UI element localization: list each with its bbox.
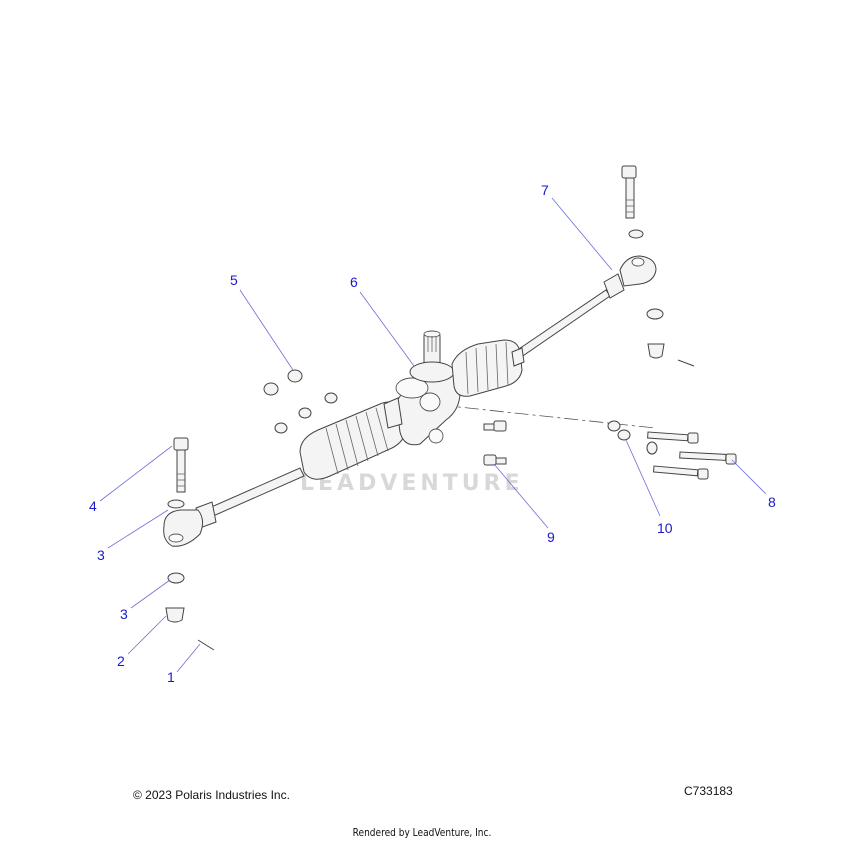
- rack-housing-assembly: [299, 330, 525, 480]
- bolts-part-9: [483, 420, 507, 466]
- washer-right-lower: [646, 308, 664, 320]
- left-boot-ribs: [325, 407, 389, 475]
- callout-3-upper[interactable]: 3: [97, 547, 105, 563]
- callout-7[interactable]: 7: [541, 182, 549, 198]
- assembly-centerline: [439, 404, 656, 429]
- washer-part-3-upper: [167, 499, 185, 509]
- callout-6[interactable]: 6: [350, 274, 358, 290]
- copyright-text: © 2023 Polaris Industries Inc.: [133, 788, 290, 802]
- washer-upper-right: [628, 229, 644, 239]
- left-tie-rod: [163, 467, 305, 547]
- callout-10[interactable]: 10: [657, 520, 673, 536]
- callout-2[interactable]: 2: [117, 653, 125, 669]
- callouts: 1 2 3 3 4 5 6 7 8 9 10: [89, 182, 776, 685]
- callout-8[interactable]: 8: [768, 494, 776, 510]
- callout-4[interactable]: 4: [89, 498, 97, 514]
- leader-lines: [99, 197, 767, 673]
- nut-right: [647, 343, 665, 359]
- bolt-part-7: [621, 165, 637, 219]
- rendered-by-text: Rendered by LeadVenture, Inc.: [352, 826, 492, 839]
- cotter-pin-right: [677, 359, 695, 367]
- washer-part-3-lower: [167, 572, 185, 584]
- watermark-text: LEADVENTURE: [300, 471, 524, 496]
- cotter-pin-part-1: [197, 639, 215, 651]
- washers-part-10: [607, 420, 631, 441]
- callout-3-lower[interactable]: 3: [120, 606, 128, 622]
- callout-9[interactable]: 9: [547, 529, 555, 545]
- nut-part-2: [165, 607, 185, 623]
- right-tie-rod: [509, 255, 657, 363]
- bolt-part-4: [173, 437, 189, 493]
- bolts-part-8: [646, 431, 737, 480]
- right-boot-ribs: [465, 341, 509, 395]
- callout-5[interactable]: 5: [230, 272, 238, 288]
- diagram-id: C733183: [684, 784, 733, 798]
- callout-1[interactable]: 1: [167, 669, 175, 685]
- nuts-part-5: [263, 369, 338, 434]
